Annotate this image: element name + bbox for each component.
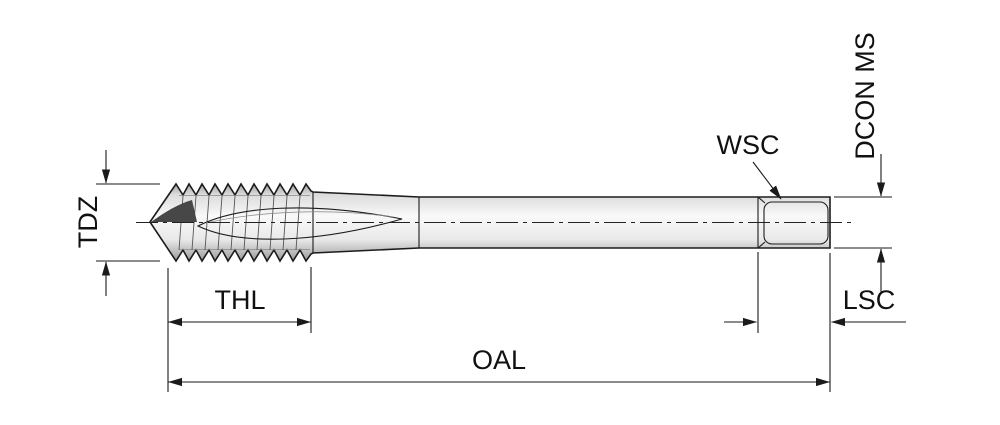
wsc-leader [752, 161, 782, 200]
tap-body [136, 182, 854, 263]
flute-inner-line [205, 211, 395, 224]
wsc-label: WSC [717, 130, 780, 160]
dimension-dcon: DCON MS [834, 32, 892, 292]
flute [196, 207, 403, 240]
oal-label: OAL [472, 345, 526, 375]
thread-root-lines [179, 195, 310, 250]
square-chamfer-bottom [757, 241, 766, 249]
tip-cutting-face [151, 200, 197, 222]
thl-label: THL [214, 285, 265, 315]
dimension-thl: THL [167, 267, 312, 392]
square-chamfer-top [757, 196, 766, 204]
dimension-lsc: LSC [724, 252, 906, 333]
tdz-label: TDZ [73, 196, 103, 248]
lsc-label: LSC [843, 285, 896, 315]
callout-wsc: WSC [717, 130, 782, 200]
dcon-label: DCON MS [850, 32, 880, 160]
dimension-oal: OAL [167, 253, 831, 392]
dimension-tdz: TDZ [73, 150, 160, 296]
